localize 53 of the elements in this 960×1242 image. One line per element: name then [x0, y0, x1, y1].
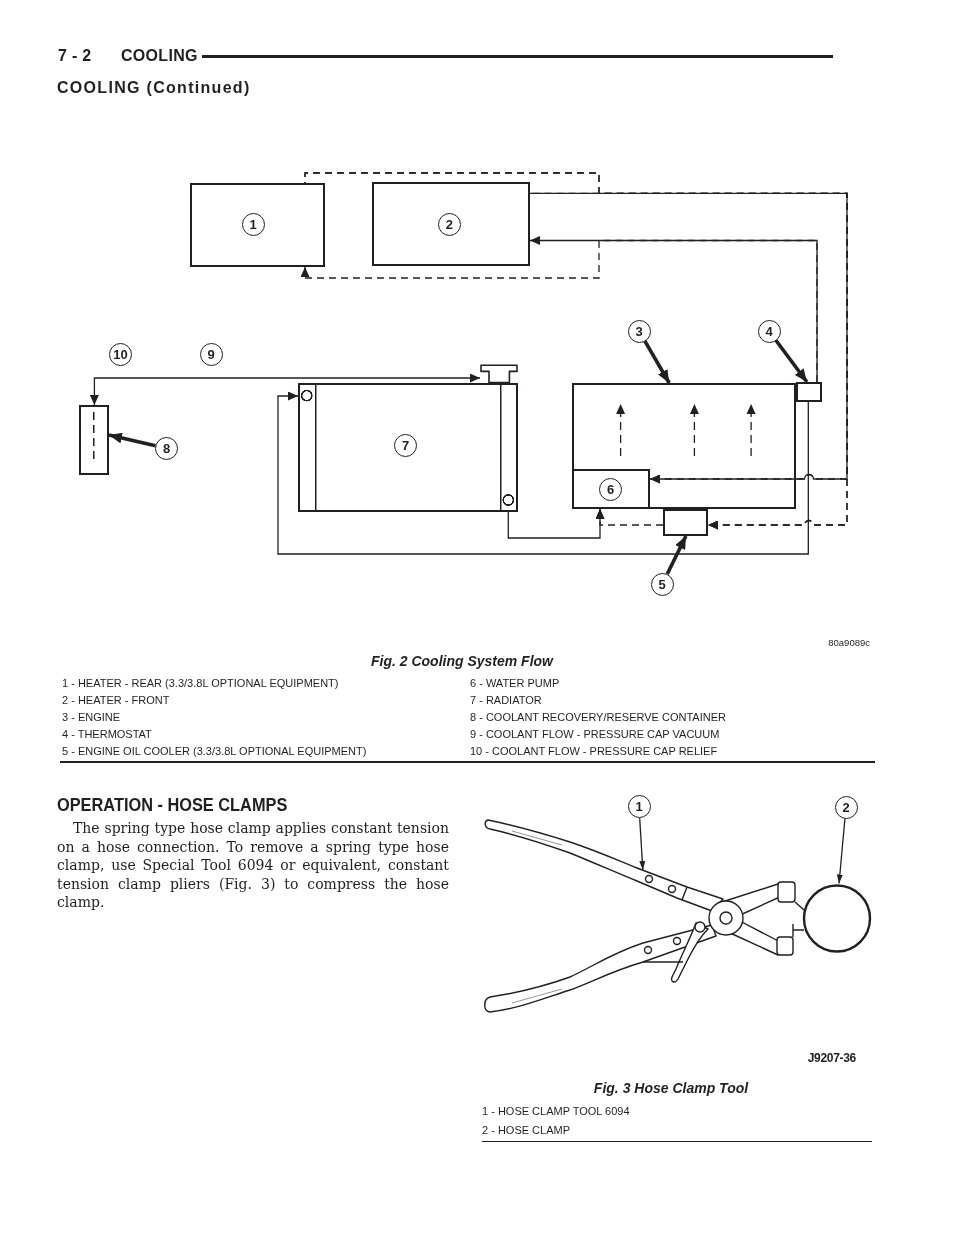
section-heading: OPERATION - HOSE CLAMPS	[57, 794, 288, 817]
callout-number: 4	[757, 319, 781, 343]
heater-box	[190, 183, 325, 267]
parts-list-item: 8 - COOLANT RECOVERY/RESERVE CONTAINER	[470, 711, 726, 725]
leader-arrow	[665, 535, 688, 575]
radiator-cap	[480, 364, 518, 383]
callout-number: 10	[109, 342, 133, 366]
figure-id: J9207-36	[807, 1050, 856, 1066]
callout-number: 1	[241, 212, 265, 236]
parts-list-item: 5 - ENGINE OIL COOLER (3.3/3.8L OPTIONAL EQUIPMENT)	[62, 745, 367, 759]
callout-number: 2	[437, 212, 461, 236]
heater-box	[372, 182, 530, 266]
parts-list-item: 4 - THERMOSTAT	[62, 728, 152, 742]
flow-line	[507, 508, 605, 539]
callout-number: 2	[834, 795, 858, 819]
flow-line	[89, 373, 481, 406]
callout-number: 8	[155, 436, 179, 460]
body-paragraph: The spring type hose clamp applies constant tension on a hose connection. To remove a spring type hose clamp, use Special Tool 6094 or equivalent, constant tension clamp pliers (Fig. 3) to compress the hose clamp.	[57, 819, 449, 912]
parts-list-item: 9 - COOLANT FLOW - PRESSURE CAP VACUUM	[470, 728, 720, 742]
radiator	[298, 383, 518, 512]
parts-list-item: 3 - ENGINE	[62, 711, 121, 725]
figure-id: 80a9089c	[828, 637, 870, 649]
figure-caption: Fig. 2 Cooling System Flow	[371, 652, 553, 670]
figure-caption: Fig. 3 Hose Clamp Tool	[593, 1079, 749, 1097]
leader-arrow	[639, 817, 646, 871]
callout-number: 5	[650, 572, 674, 596]
callout-number: 6	[599, 477, 623, 501]
flow-line	[277, 391, 809, 555]
thermostat-box	[796, 382, 822, 402]
pliers-drawing	[482, 819, 798, 1014]
parts-list-item: 6 - WATER PUMP	[470, 677, 560, 691]
water-pump-box	[572, 469, 650, 509]
callout-number: 3	[627, 319, 651, 343]
leader-arrow	[774, 339, 809, 384]
page-heading: COOLING (Continued)	[57, 78, 251, 98]
coolant-reservoir	[79, 405, 109, 475]
callout-number: 7	[394, 434, 418, 458]
flow-line	[300, 239, 818, 383]
page-number: 7 - 2	[58, 46, 92, 66]
engine-block	[572, 383, 796, 509]
parts-list-item: 1 - HEATER - REAR (3.3/3.8L OPTIONAL EQUIPMENT)	[62, 677, 339, 691]
leader-arrow	[836, 817, 846, 885]
leader-arrow	[108, 432, 156, 448]
callout-number: 1	[627, 795, 651, 818]
oil-cooler-box	[663, 509, 708, 536]
leader-arrow	[643, 340, 671, 384]
parts-list-item: 2 - HOSE CLAMP	[482, 1124, 571, 1138]
parts-list-item: 1 - HOSE CLAMP TOOL 6094	[482, 1105, 630, 1119]
parts-list-item: 10 - COOLANT FLOW - PRESSURE CAP RELIEF	[470, 745, 718, 759]
parts-list-item: 7 - RADIATOR	[470, 694, 542, 708]
section-title: COOLING	[121, 46, 198, 66]
parts-list-item: 2 - HEATER - FRONT	[62, 694, 170, 708]
callout-number: 9	[199, 342, 223, 366]
